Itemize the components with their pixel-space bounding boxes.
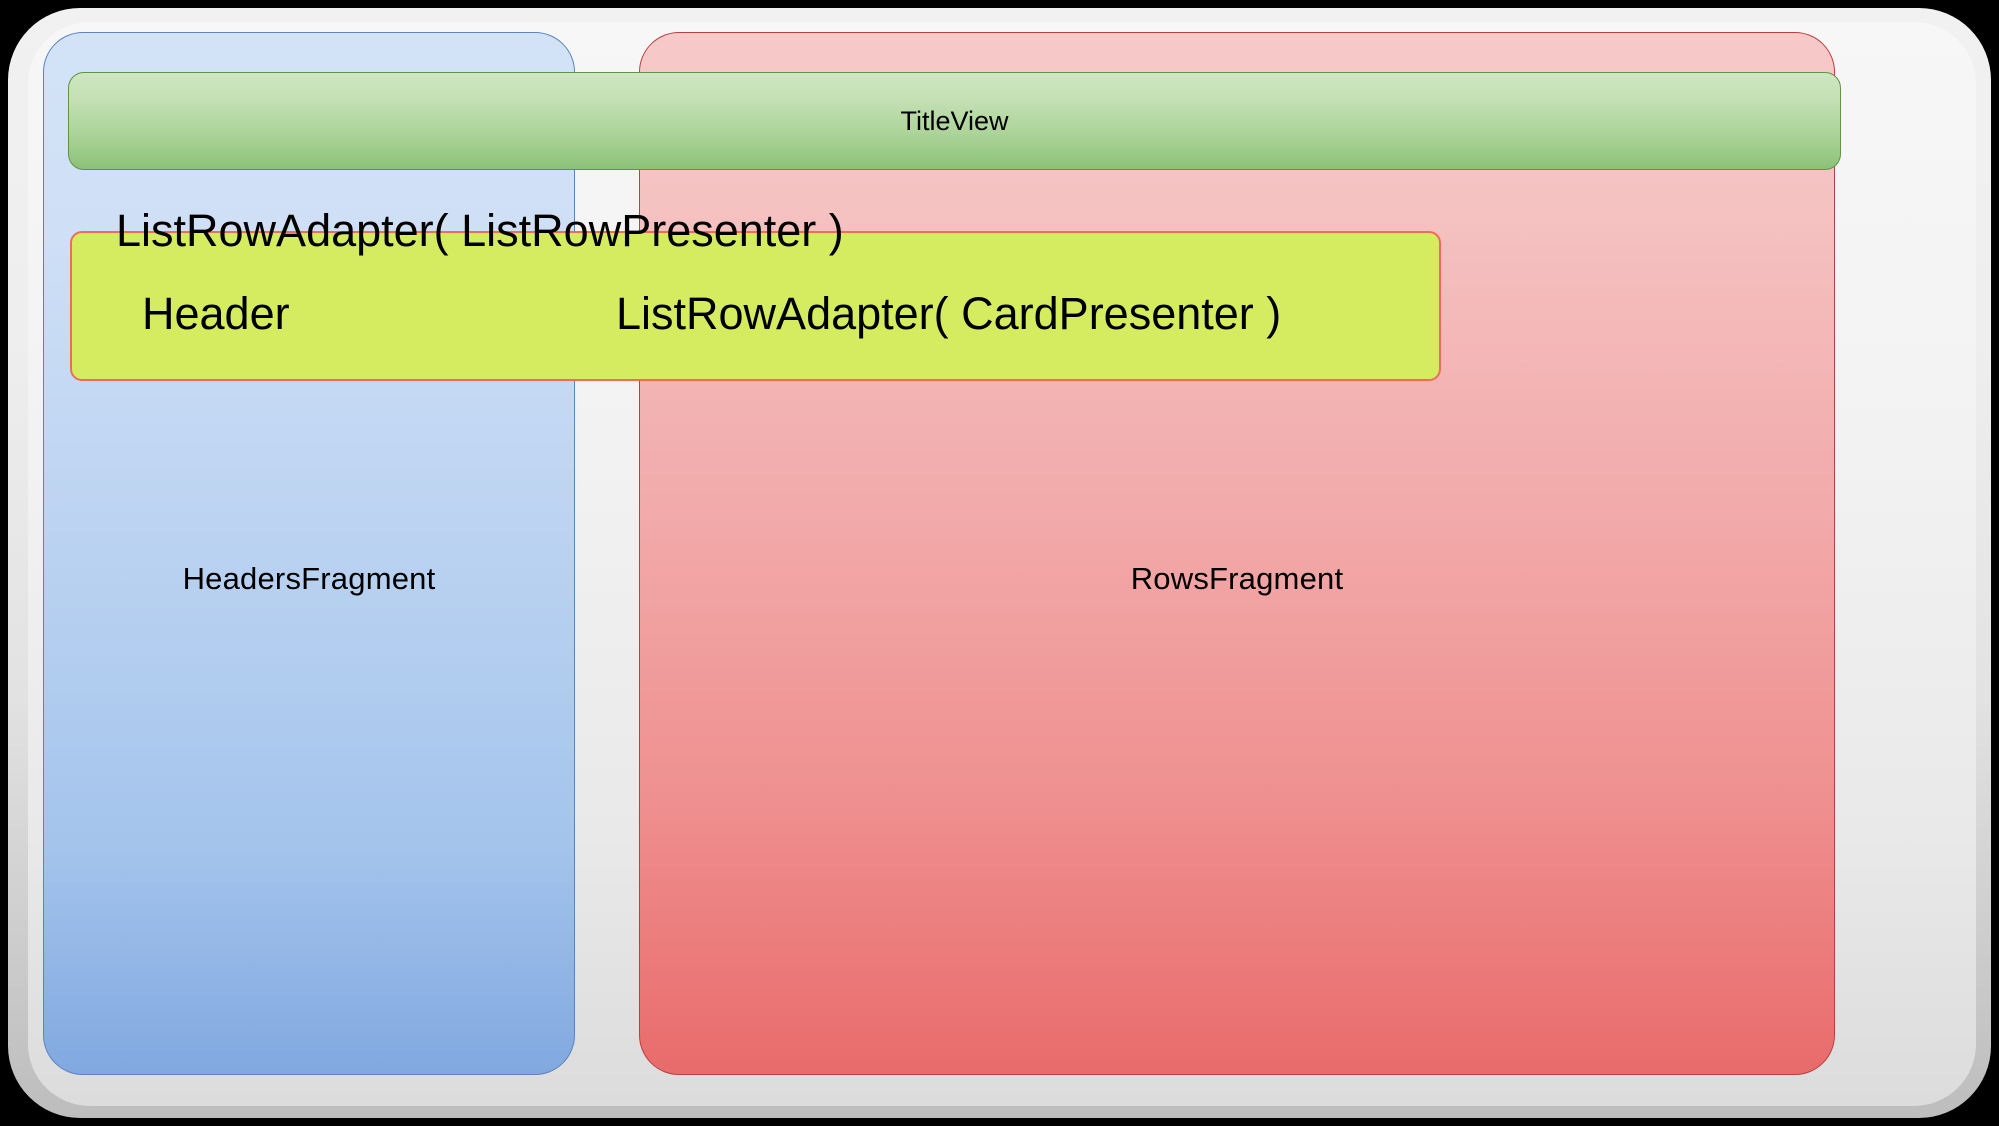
annotation-header: Header	[142, 288, 290, 339]
headers-fragment-label: HeadersFragment	[182, 561, 436, 596]
rows-fragment-label: RowsFragment	[1130, 561, 1344, 596]
title-view-label: TitleView	[900, 105, 1009, 136]
headers-fragment-panel: HeadersFragment	[43, 32, 575, 1075]
annotation-list-row-adapter-card-presenter: ListRowAdapter( CardPresenter )	[616, 288, 1282, 339]
annotation-list-row-adapter-list-row-presenter: ListRowAdapter( ListRowPresenter )	[116, 205, 844, 256]
rows-fragment-panel: RowsFragment	[639, 32, 1835, 1075]
title-view-bar: TitleView	[68, 72, 1841, 170]
list-row-container-box	[70, 231, 1441, 381]
